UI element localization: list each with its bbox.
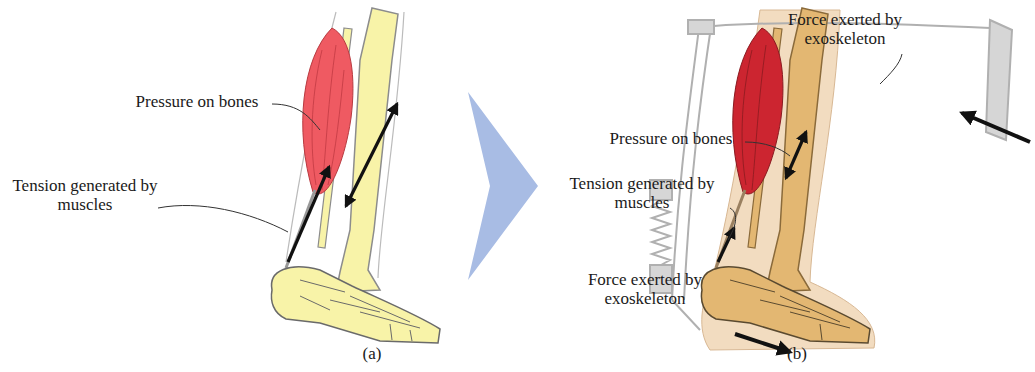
leader-line <box>272 104 320 130</box>
leader-line <box>880 54 902 84</box>
callout-label: Force exerted by exoskeleton <box>760 10 930 48</box>
leader-line <box>728 208 736 240</box>
panel-label: (b) <box>777 344 817 363</box>
pressure-arrow <box>346 104 397 206</box>
leader-line <box>158 205 288 232</box>
force-arrow <box>735 334 790 352</box>
callout-label: Pressure on bones <box>598 129 744 148</box>
callout-label: Tension generated by muscles <box>10 176 160 214</box>
callout-label: Force exerted by exoskeleton <box>560 270 730 308</box>
callout-label: Tension generated by muscles <box>556 174 728 212</box>
tension-arrow <box>288 167 329 262</box>
leader-line <box>745 142 790 156</box>
callout-label: Pressure on bones <box>122 92 272 111</box>
transition-arrow <box>468 92 538 280</box>
panel-label: (a) <box>352 344 392 363</box>
leg-illustration-a <box>158 8 440 343</box>
force-arrow <box>962 113 1030 142</box>
